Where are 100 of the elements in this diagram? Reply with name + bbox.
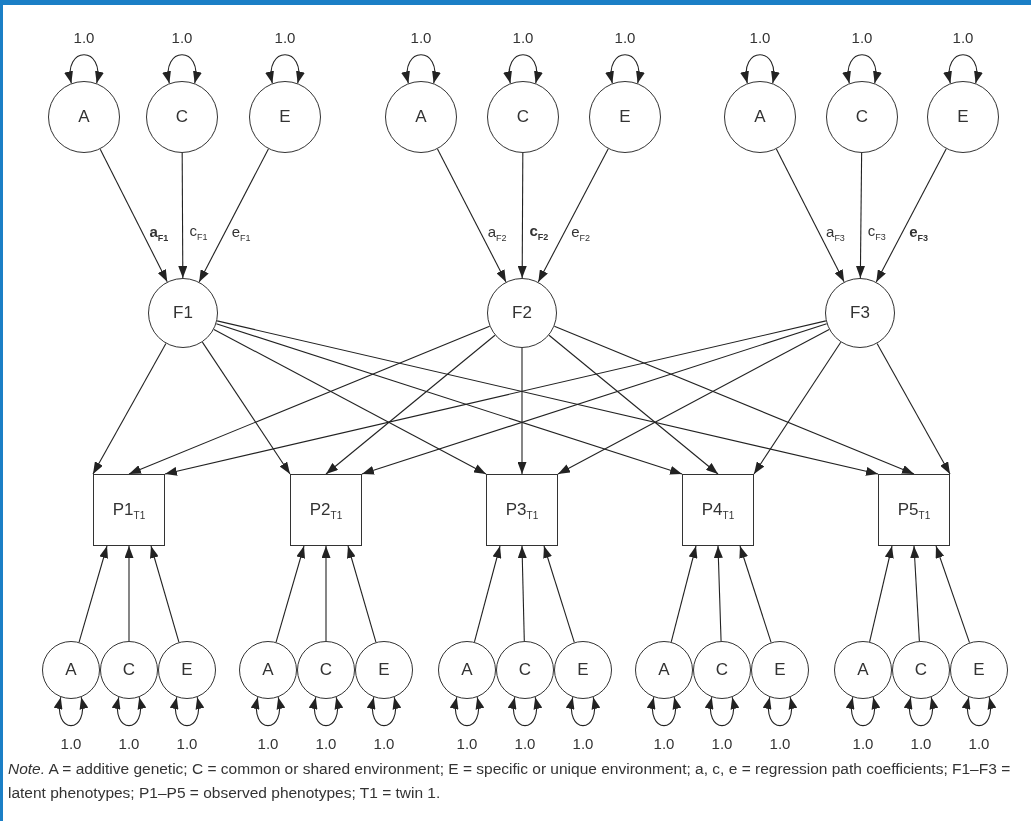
latent-variable-circle: E (950, 641, 1008, 699)
path-arrow (198, 148, 269, 283)
edge-label: 1.0 (968, 735, 990, 751)
edge-label: 1.0 (73, 29, 95, 45)
edge-label: e$_{F2}$ (571, 223, 590, 243)
variance-loop-arrow (170, 696, 204, 727)
latent-variable-circle: F1 (148, 278, 218, 348)
variance-loop-arrow (367, 696, 401, 727)
edge-label: 1.0 (910, 735, 932, 751)
variance-loop-arrow (606, 54, 644, 84)
edge-label: 1.0 (512, 29, 534, 45)
note-text: Note. A = additive genetic; C = common or shared environment; E = specific or unique environment; a, c, e = regression path coefficients; F1–F3 = latent phenotypes; P1–P5 = observed phenotypes; T1 = twin 1. (8, 759, 1012, 803)
edge-label: c$_{F2}$ (529, 222, 549, 242)
observed-variable-box: P5$_{T1}$ (878, 474, 950, 546)
observed-variable-box: P4$_{T1}$ (682, 474, 754, 546)
path-arrow (517, 152, 527, 279)
edge-label: 1.0 (852, 735, 874, 751)
latent-variable-circle: C (100, 641, 158, 699)
edge-label: a$_{F3}$ (826, 223, 845, 243)
variance-loop-arrow (904, 696, 938, 727)
path-arrow (670, 545, 698, 643)
variance-loop-arrow (450, 696, 484, 727)
edge-label: a$_{F1}$ (149, 223, 169, 243)
variance-loop-arrow (962, 696, 996, 727)
edge-label: 1.0 (614, 29, 636, 45)
variance-loop-arrow (566, 696, 600, 727)
latent-variable-circle: F3 (825, 278, 895, 348)
latent-variable-circle: F2 (487, 278, 557, 348)
edge-label: 1.0 (749, 29, 771, 45)
edge-label: 1.0 (118, 735, 140, 751)
variance-loop-arrow (843, 54, 881, 84)
latent-variable-circle: A (635, 641, 693, 699)
edge-label: 1.0 (952, 29, 974, 45)
variance-loop-arrow (944, 54, 982, 84)
variance-loop-arrow (112, 696, 146, 727)
variance-loop-arrow (266, 54, 304, 84)
variance-loop-arrow (251, 696, 285, 727)
edge-label: e$_{F1}$ (231, 223, 251, 243)
latent-variable-circle: A (42, 641, 100, 699)
latent-variable-circle: C (496, 641, 554, 699)
path-arrow (935, 545, 971, 644)
path-arrow (875, 148, 947, 283)
latent-variable-circle: A (438, 641, 496, 699)
edge-label: c$_{F3}$ (867, 222, 886, 242)
path-arrow (215, 323, 683, 475)
path-arrow (128, 325, 491, 475)
variance-loop-arrow (647, 696, 681, 727)
variance-loop-arrow (309, 696, 343, 727)
path-arrow (517, 347, 527, 475)
latent-variable-circle: C (146, 81, 218, 153)
edge-label: 1.0 (60, 735, 82, 751)
observed-variable-box: P2$_{T1}$ (290, 474, 362, 546)
path-arrow (557, 328, 830, 475)
variance-loop-arrow (741, 54, 779, 84)
path-arrow (753, 341, 842, 475)
path-arrow (517, 545, 527, 642)
path-arrow (347, 545, 377, 643)
path-arrow (275, 545, 305, 643)
latent-variable-circle: C (487, 81, 559, 153)
edge-label: 1.0 (514, 735, 536, 751)
edge-label: c$_{F1}$ (189, 222, 208, 242)
edge-label: 1.0 (711, 735, 733, 751)
edge-label: 1.0 (653, 735, 675, 751)
path-arrow (213, 328, 487, 475)
path-arrow (548, 334, 719, 475)
edge-label: 1.0 (176, 735, 198, 751)
edge-label: 1.0 (769, 735, 791, 751)
latent-variable-circle: A (239, 641, 297, 699)
latent-variable-circle: E (927, 81, 999, 153)
latent-variable-circle: C (297, 641, 355, 699)
variance-loop-arrow (163, 54, 201, 84)
edge-label: 1.0 (171, 29, 193, 45)
path-arrow (856, 152, 865, 279)
variance-loop-arrow (402, 54, 440, 84)
edge-label: 1.0 (315, 735, 337, 751)
path-arrow (910, 545, 920, 642)
latent-variable-circle: C (693, 641, 751, 699)
observed-variable-box: P1$_{T1}$ (93, 474, 165, 546)
variance-loop-arrow (504, 54, 542, 84)
latent-variable-circle: A (48, 81, 120, 153)
edge-label: e$_{F3}$ (909, 223, 928, 243)
path-arrow (78, 545, 108, 643)
path-arrow (775, 148, 845, 283)
path-arrow (473, 545, 502, 643)
variance-loop-arrow (846, 696, 880, 727)
latent-variable-circle: E (589, 81, 661, 153)
variance-loop-arrow (705, 696, 739, 727)
latent-variable-circle: E (751, 641, 809, 699)
path-arrow (99, 148, 168, 283)
path-arrow (124, 545, 134, 642)
latent-variable-circle: C (892, 641, 950, 699)
path-arrow (178, 152, 188, 279)
path-arrow (436, 148, 507, 283)
path-arrow (876, 343, 951, 475)
path-arrow (325, 334, 496, 475)
edge-label: 1.0 (851, 29, 873, 45)
latent-variable-circle: E (249, 81, 321, 153)
latent-variable-circle: E (158, 641, 216, 699)
edge-label: 1.0 (257, 735, 279, 751)
variance-loop-arrow (763, 696, 797, 727)
